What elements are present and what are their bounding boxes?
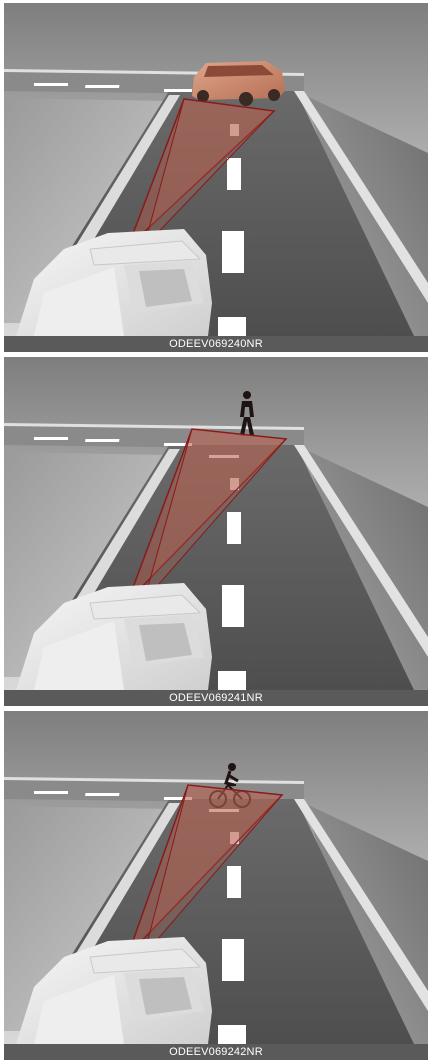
scene-illustration [4, 357, 428, 690]
scene-illustration [4, 711, 428, 1044]
figure-panel-cyclist: ODEEV069242NR [4, 711, 428, 1060]
figure-panel-vehicle: ODEEV069240NR [4, 3, 428, 352]
figure-caption: ODEEV069241NR [4, 690, 428, 706]
scene-illustration [4, 3, 428, 336]
figure-caption: ODEEV069240NR [4, 336, 428, 352]
figure-caption: ODEEV069242NR [4, 1044, 428, 1060]
figure-panel-pedestrian: ODEEV069241NR [4, 357, 428, 706]
